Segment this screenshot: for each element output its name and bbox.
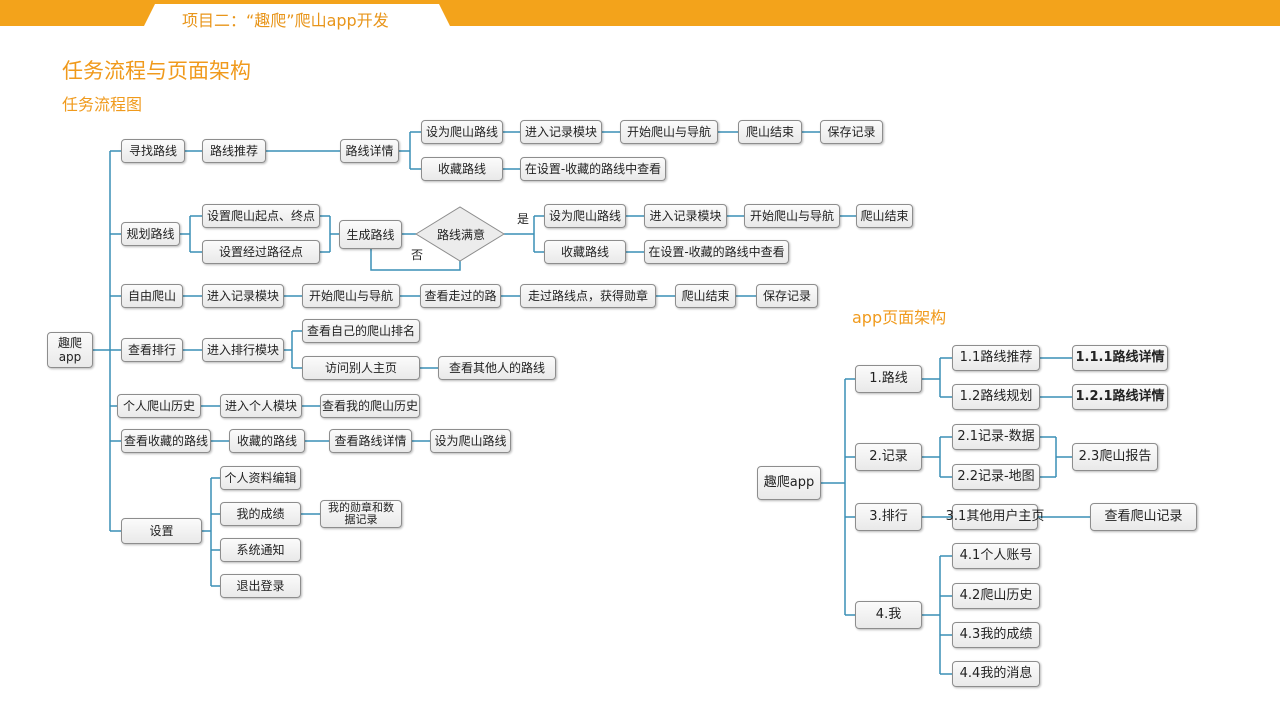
- flow-medal-record: 我的勋章和数据记录: [320, 500, 402, 528]
- arch-view-records: 查看爬山记录: [1090, 503, 1197, 531]
- flow-no-label: 否: [411, 248, 424, 262]
- arch-account: 4.1个人账号: [952, 543, 1040, 569]
- flow-view-walked: 查看走过的路: [420, 284, 501, 308]
- flow-collect-route: 收藏路线: [421, 157, 503, 181]
- arch-record-data: 2.1记录-数据: [952, 424, 1040, 450]
- arch-messages: 4.4我的消息: [952, 661, 1040, 687]
- flow-plan-view-in-settings: 在设置-收藏的路线中查看: [644, 240, 789, 264]
- arch-route: 1.路线: [855, 365, 922, 393]
- flow-yes-label: 是: [517, 212, 530, 226]
- flow-achievements: 我的成绩: [220, 502, 301, 526]
- flow-set-route: 设为爬山路线: [421, 120, 503, 144]
- arch-achievements: 4.3我的成绩: [952, 622, 1040, 648]
- flow-free-climb: 自由爬山: [121, 284, 183, 308]
- flow-free-save: 保存记录: [756, 284, 818, 308]
- flow-enter-record: 进入记录模块: [520, 120, 602, 144]
- flow-collected-set-route: 设为爬山路线: [430, 429, 511, 453]
- arch-route-plan: 1.2路线规划: [952, 384, 1040, 410]
- flow-plan-enter-record: 进入记录模块: [644, 204, 727, 228]
- project-title: 项目二：“趣爬”爬山app开发: [182, 11, 389, 30]
- arch-route-recommend: 1.1路线推荐: [952, 345, 1040, 371]
- flow-find-route: 寻找路线: [121, 139, 185, 163]
- flow-view-in-settings: 在设置-收藏的路线中查看: [520, 157, 666, 181]
- flow-route-satisfied: 路线满意: [436, 228, 485, 242]
- decision-diamond: [415, 206, 505, 262]
- flow-earn-medal: 走过路线点，获得勋章: [520, 284, 656, 308]
- flow-plan-route: 规划路线: [121, 222, 180, 246]
- flow-view-collected: 查看收藏的路线: [121, 429, 211, 453]
- flow-plan-set-route: 设为爬山路线: [544, 204, 626, 228]
- flow-generate-route: 生成路线: [339, 220, 402, 249]
- flow-plan-start-nav: 开始爬山与导航: [744, 204, 840, 228]
- flow-collected-list: 收藏的路线: [229, 429, 305, 453]
- arch-root: 趣爬app: [757, 466, 821, 500]
- flow-free-start-nav: 开始爬山与导航: [302, 284, 400, 308]
- flow-free-end: 爬山结束: [675, 284, 736, 308]
- flow-set-waypoints: 设置经过路径点: [202, 240, 320, 264]
- flow-end: 爬山结束: [738, 120, 802, 144]
- arch-me: 4.我: [855, 601, 922, 629]
- flow-save-record: 保存记录: [820, 120, 883, 144]
- flow-plan-end: 爬山结束: [856, 204, 913, 228]
- flow-plan-collect: 收藏路线: [544, 240, 626, 264]
- flow-others-routes: 查看其他人的路线: [438, 356, 556, 380]
- flow-start-nav: 开始爬山与导航: [620, 120, 718, 144]
- arch-route-rec-detail: 1.1.1路线详情: [1072, 345, 1168, 371]
- section-title: 任务流程与页面架构: [62, 59, 251, 83]
- arch-record-map: 2.2记录-地图: [952, 464, 1040, 490]
- flow-personal-history: 个人爬山历史: [117, 394, 201, 418]
- flow-free-enter-record: 进入记录模块: [202, 284, 284, 308]
- arch-climb-history: 4.2爬山历史: [952, 583, 1040, 609]
- arch-climb-report: 2.3爬山报告: [1072, 443, 1158, 471]
- flow-logout: 退出登录: [220, 574, 301, 598]
- flow-edit-profile: 个人资料编辑: [220, 466, 301, 490]
- flow-route-detail: 路线详情: [340, 139, 399, 163]
- flow-my-rank: 查看自己的爬山排名: [302, 319, 420, 343]
- flow-view-rank: 查看排行: [121, 338, 183, 362]
- flow-view-history: 查看我的爬山历史: [320, 394, 420, 418]
- flow-visit-others: 访问别人主页: [302, 356, 420, 380]
- flow-collected-detail: 查看路线详情: [329, 429, 412, 453]
- arch-record: 2.记录: [855, 443, 922, 471]
- flow-settings: 设置: [121, 518, 202, 544]
- title-tab: [143, 4, 451, 28]
- flow-enter-personal: 进入个人模块: [220, 394, 302, 418]
- flow-heading: 任务流程图: [62, 95, 143, 114]
- flow-root: 趣爬 app: [47, 332, 93, 368]
- flow-route-recommend: 路线推荐: [202, 139, 266, 163]
- flow-set-points: 设置爬山起点、终点: [202, 204, 320, 228]
- flow-enter-rank: 进入排行模块: [202, 338, 284, 362]
- arch-other-user-home: 3.1其他用户主页: [946, 504, 1044, 530]
- flow-notifications: 系统通知: [220, 538, 301, 562]
- arch-route-plan-detail: 1.2.1路线详情: [1072, 384, 1168, 410]
- arch-rank: 3.排行: [855, 503, 922, 531]
- arch-heading: app页面架构: [852, 308, 947, 327]
